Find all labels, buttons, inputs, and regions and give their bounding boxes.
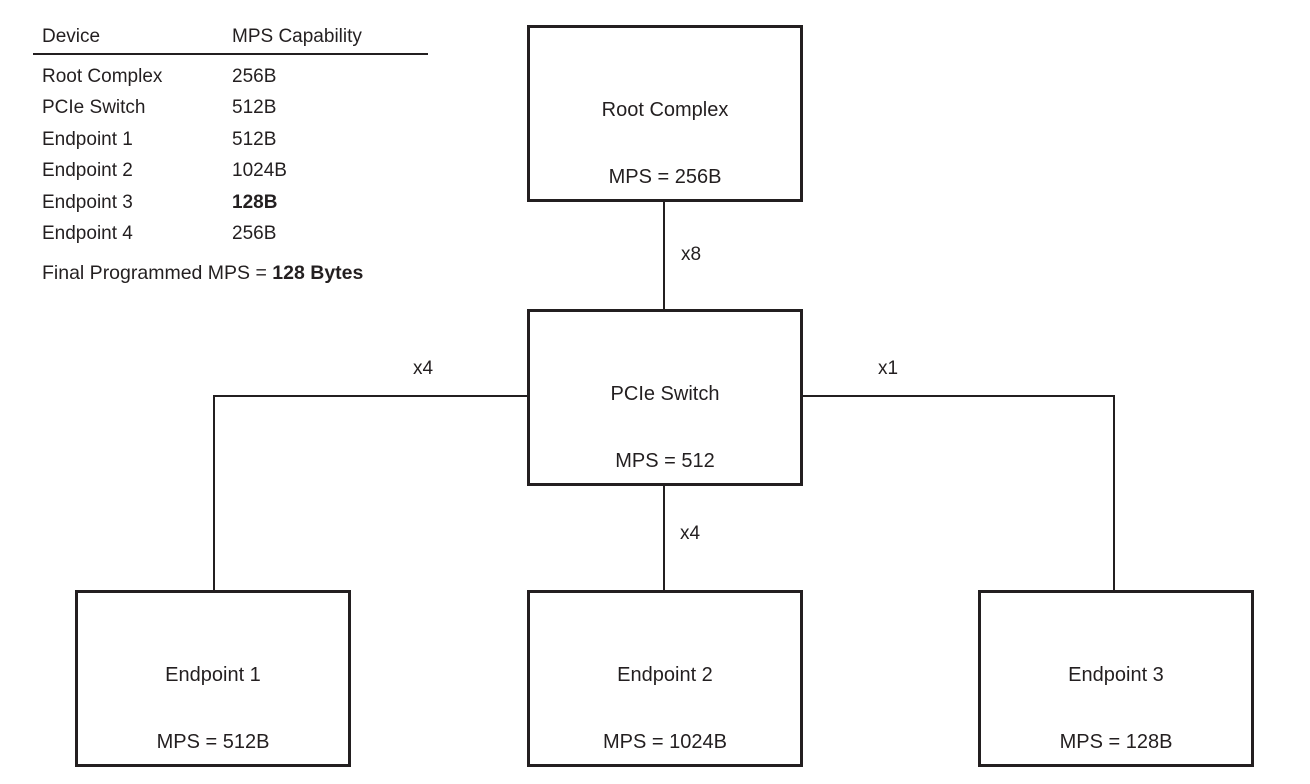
table-cell-device: Endpoint 1 (42, 128, 133, 150)
final-mps-summary-value: 128 Bytes (272, 262, 364, 284)
node-title: Endpoint 1 (165, 664, 261, 686)
mps-capability-table: Device MPS Capability (42, 22, 362, 52)
table-cell-device: Endpoint 3 (42, 191, 133, 213)
link-line-switch-endpoint2 (663, 486, 665, 590)
node-title: PCIe Switch (610, 383, 720, 405)
table-body: Root Complex 256B PCIe Switch 512B Endpo… (42, 61, 287, 250)
table-cell-capability: 1024B (232, 160, 287, 182)
table-cell-device: Endpoint 2 (42, 160, 133, 182)
node-endpoint-1: Endpoint 1 MPS = 512B (75, 590, 351, 767)
table-row: Root Complex 256B (42, 61, 287, 93)
table-row: Endpoint 2 1024B (42, 156, 287, 188)
table-row: Endpoint 4 256B (42, 219, 287, 251)
node-root-complex: Root Complex MPS = 256B (527, 25, 803, 202)
table-row: Endpoint 3 128B (42, 187, 287, 219)
link-width-label-x1-right: x1 (878, 358, 899, 379)
node-mps-value: MPS = 256B (608, 166, 722, 188)
table-header-row: Device MPS Capability (42, 22, 362, 52)
link-width-label-x8: x8 (681, 244, 702, 265)
table-row: PCIe Switch 512B (42, 93, 287, 125)
link-line-switch-endpoint1-horizontal (213, 395, 527, 397)
table-cell-device: PCIe Switch (42, 97, 146, 119)
node-title: Endpoint 2 (617, 664, 713, 686)
link-width-label-x4-down: x4 (680, 523, 701, 544)
table-cell-device: Root Complex (42, 65, 163, 87)
link-width-label-x4-left: x4 (413, 358, 434, 379)
table-header-device: Device (42, 26, 101, 47)
final-mps-summary-prefix: Final Programmed MPS = (42, 262, 273, 284)
table-cell-capability: 512B (232, 128, 277, 150)
node-mps-value: MPS = 1024B (603, 731, 727, 753)
node-title: Endpoint 3 (1068, 664, 1164, 686)
table-header-underline (33, 53, 428, 55)
table-row: Endpoint 1 512B (42, 124, 287, 156)
table-header-capability: MPS Capability (232, 26, 362, 47)
node-mps-value: MPS = 128B (1059, 731, 1173, 753)
node-title: Root Complex (601, 99, 729, 121)
node-pcie-switch: PCIe Switch MPS = 512 (527, 309, 803, 486)
table-cell-capability: 256B (232, 223, 277, 245)
table-cell-capability: 512B (232, 97, 277, 119)
node-mps-value: MPS = 512 (615, 450, 715, 472)
link-line-switch-endpoint1-vertical (213, 395, 215, 590)
link-line-rootcomplex-switch (663, 202, 665, 309)
node-endpoint-3: Endpoint 3 MPS = 128B (978, 590, 1254, 767)
node-endpoint-2: Endpoint 2 MPS = 1024B (527, 590, 803, 767)
table-cell-capability: 256B (232, 65, 277, 87)
link-line-switch-endpoint3-vertical (1113, 395, 1115, 590)
node-mps-value: MPS = 512B (156, 731, 270, 753)
table-cell-device: Endpoint 4 (42, 223, 133, 245)
link-line-switch-endpoint3-horizontal (803, 395, 1115, 397)
final-mps-summary: Final Programmed MPS = 128 Bytes (42, 262, 363, 285)
table-cell-capability: 128B (232, 191, 278, 213)
